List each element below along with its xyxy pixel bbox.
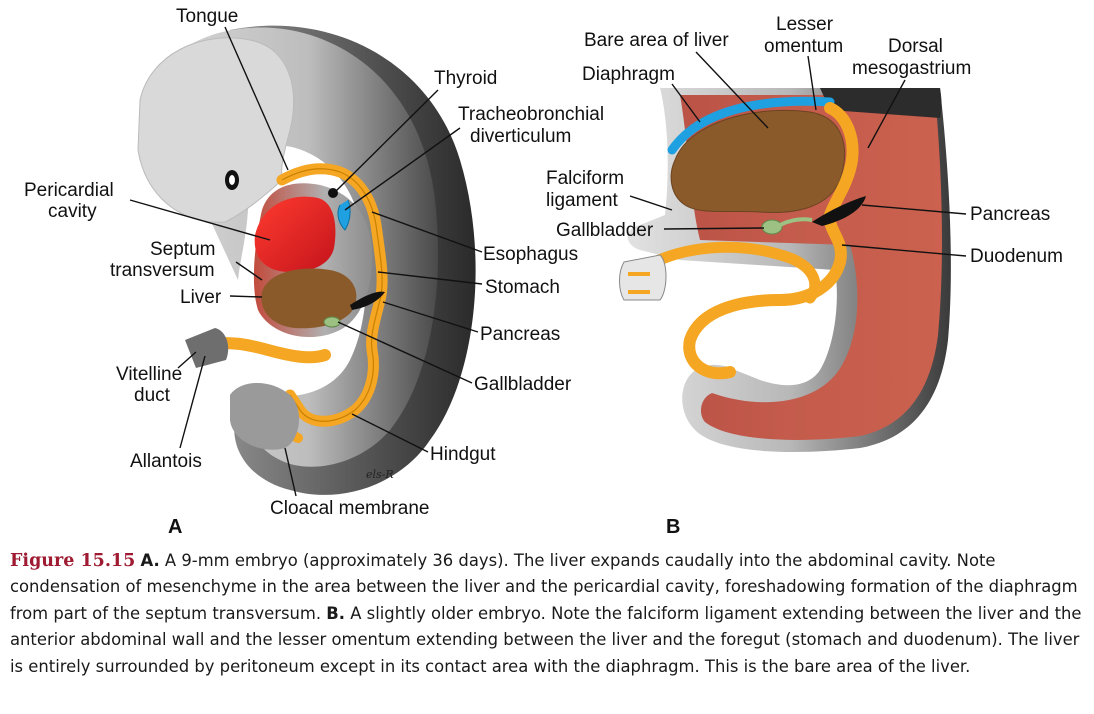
label-tracheobronchial: Tracheobronchial <box>458 104 604 125</box>
vitelline-stalk-b <box>619 254 667 301</box>
label-mesogastrium: mesogastrium <box>852 58 971 79</box>
label-bare-area: Bare area of liver <box>584 30 729 51</box>
gut-tube-b <box>683 102 859 380</box>
gut-loop-b <box>634 241 821 304</box>
label-thyroid: Thyroid <box>434 68 497 89</box>
label-diaphragm: Diaphragm <box>582 64 675 85</box>
panel-letter-a: A <box>168 516 182 538</box>
figure-number: Figure 15.15 <box>10 551 136 571</box>
label-omentum: omentum <box>764 36 843 57</box>
gallbladder-b <box>761 219 783 235</box>
caption-b-text: A slightly older embryo. Note the falcif… <box>10 603 1082 676</box>
label-hindgut: Hindgut <box>430 444 496 465</box>
caption-a-letter: A. <box>140 551 160 570</box>
label-cavity: cavity <box>48 201 97 222</box>
label-lesser: Lesser <box>776 14 834 35</box>
label-duodenum: Duodenum <box>970 246 1063 267</box>
vitelline-stalk <box>185 328 229 368</box>
label-vitelline: Vitelline <box>116 364 182 385</box>
tail-a <box>230 382 300 450</box>
pancreas-b <box>812 196 866 226</box>
label-diverticulum: diverticulum <box>470 126 571 147</box>
label-gallbladder-a: Gallbladder <box>474 374 572 395</box>
label-pancreas-a: Pancreas <box>480 324 560 345</box>
embryo-figure: Tongue Thyroid Tracheobronchial divertic… <box>24 6 1063 538</box>
dorsal-band <box>820 88 942 118</box>
label-esophagus: Esophagus <box>483 244 578 265</box>
liver-b <box>670 109 846 214</box>
label-pericardial: Pericardial <box>24 180 114 201</box>
panel-b-labels: Lesser omentum Bare area of liver Dorsal… <box>546 14 1063 538</box>
liver-a <box>261 268 357 329</box>
label-tongue: Tongue <box>176 6 238 27</box>
label-cloacal-membrane: Cloacal membrane <box>270 498 429 519</box>
panel-a-labels: Tongue Thyroid Tracheobronchial divertic… <box>24 6 604 538</box>
label-liver-a: Liver <box>180 287 222 308</box>
label-stomach: Stomach <box>485 277 560 298</box>
label-septum: Septum <box>150 239 215 260</box>
heart <box>254 196 336 272</box>
gallbladder-a <box>323 316 341 328</box>
caption-a-text: A 9-mm embryo (approximately 36 days). T… <box>10 551 1078 623</box>
label-ligament: ligament <box>546 190 619 211</box>
panel-a-leaders <box>129 26 483 497</box>
thyroid <box>328 188 338 198</box>
label-pancreas-b: Pancreas <box>970 204 1050 225</box>
label-falciform: Falciform <box>546 168 624 189</box>
diaphragm <box>667 96 835 155</box>
figure-caption: Figure 15.15 A. A 9-mm embryo (approxima… <box>10 548 1088 680</box>
panel-letter-b: B <box>666 516 680 538</box>
pancreas-a <box>350 291 385 310</box>
artist-signature: els-R <box>366 468 394 481</box>
panel-b-leaders <box>629 51 967 257</box>
tracheo-diverticulum <box>337 199 351 231</box>
label-gallbladder-b: Gallbladder <box>556 220 654 241</box>
label-transversum: transversum <box>110 260 215 281</box>
label-dorsal: Dorsal <box>888 36 943 57</box>
label-duct: duct <box>134 385 171 406</box>
panel-b-drawing <box>619 88 951 453</box>
panel-a-drawing <box>137 25 476 495</box>
label-allantois: Allantois <box>130 451 202 472</box>
caption-b-letter: B. <box>326 603 346 623</box>
